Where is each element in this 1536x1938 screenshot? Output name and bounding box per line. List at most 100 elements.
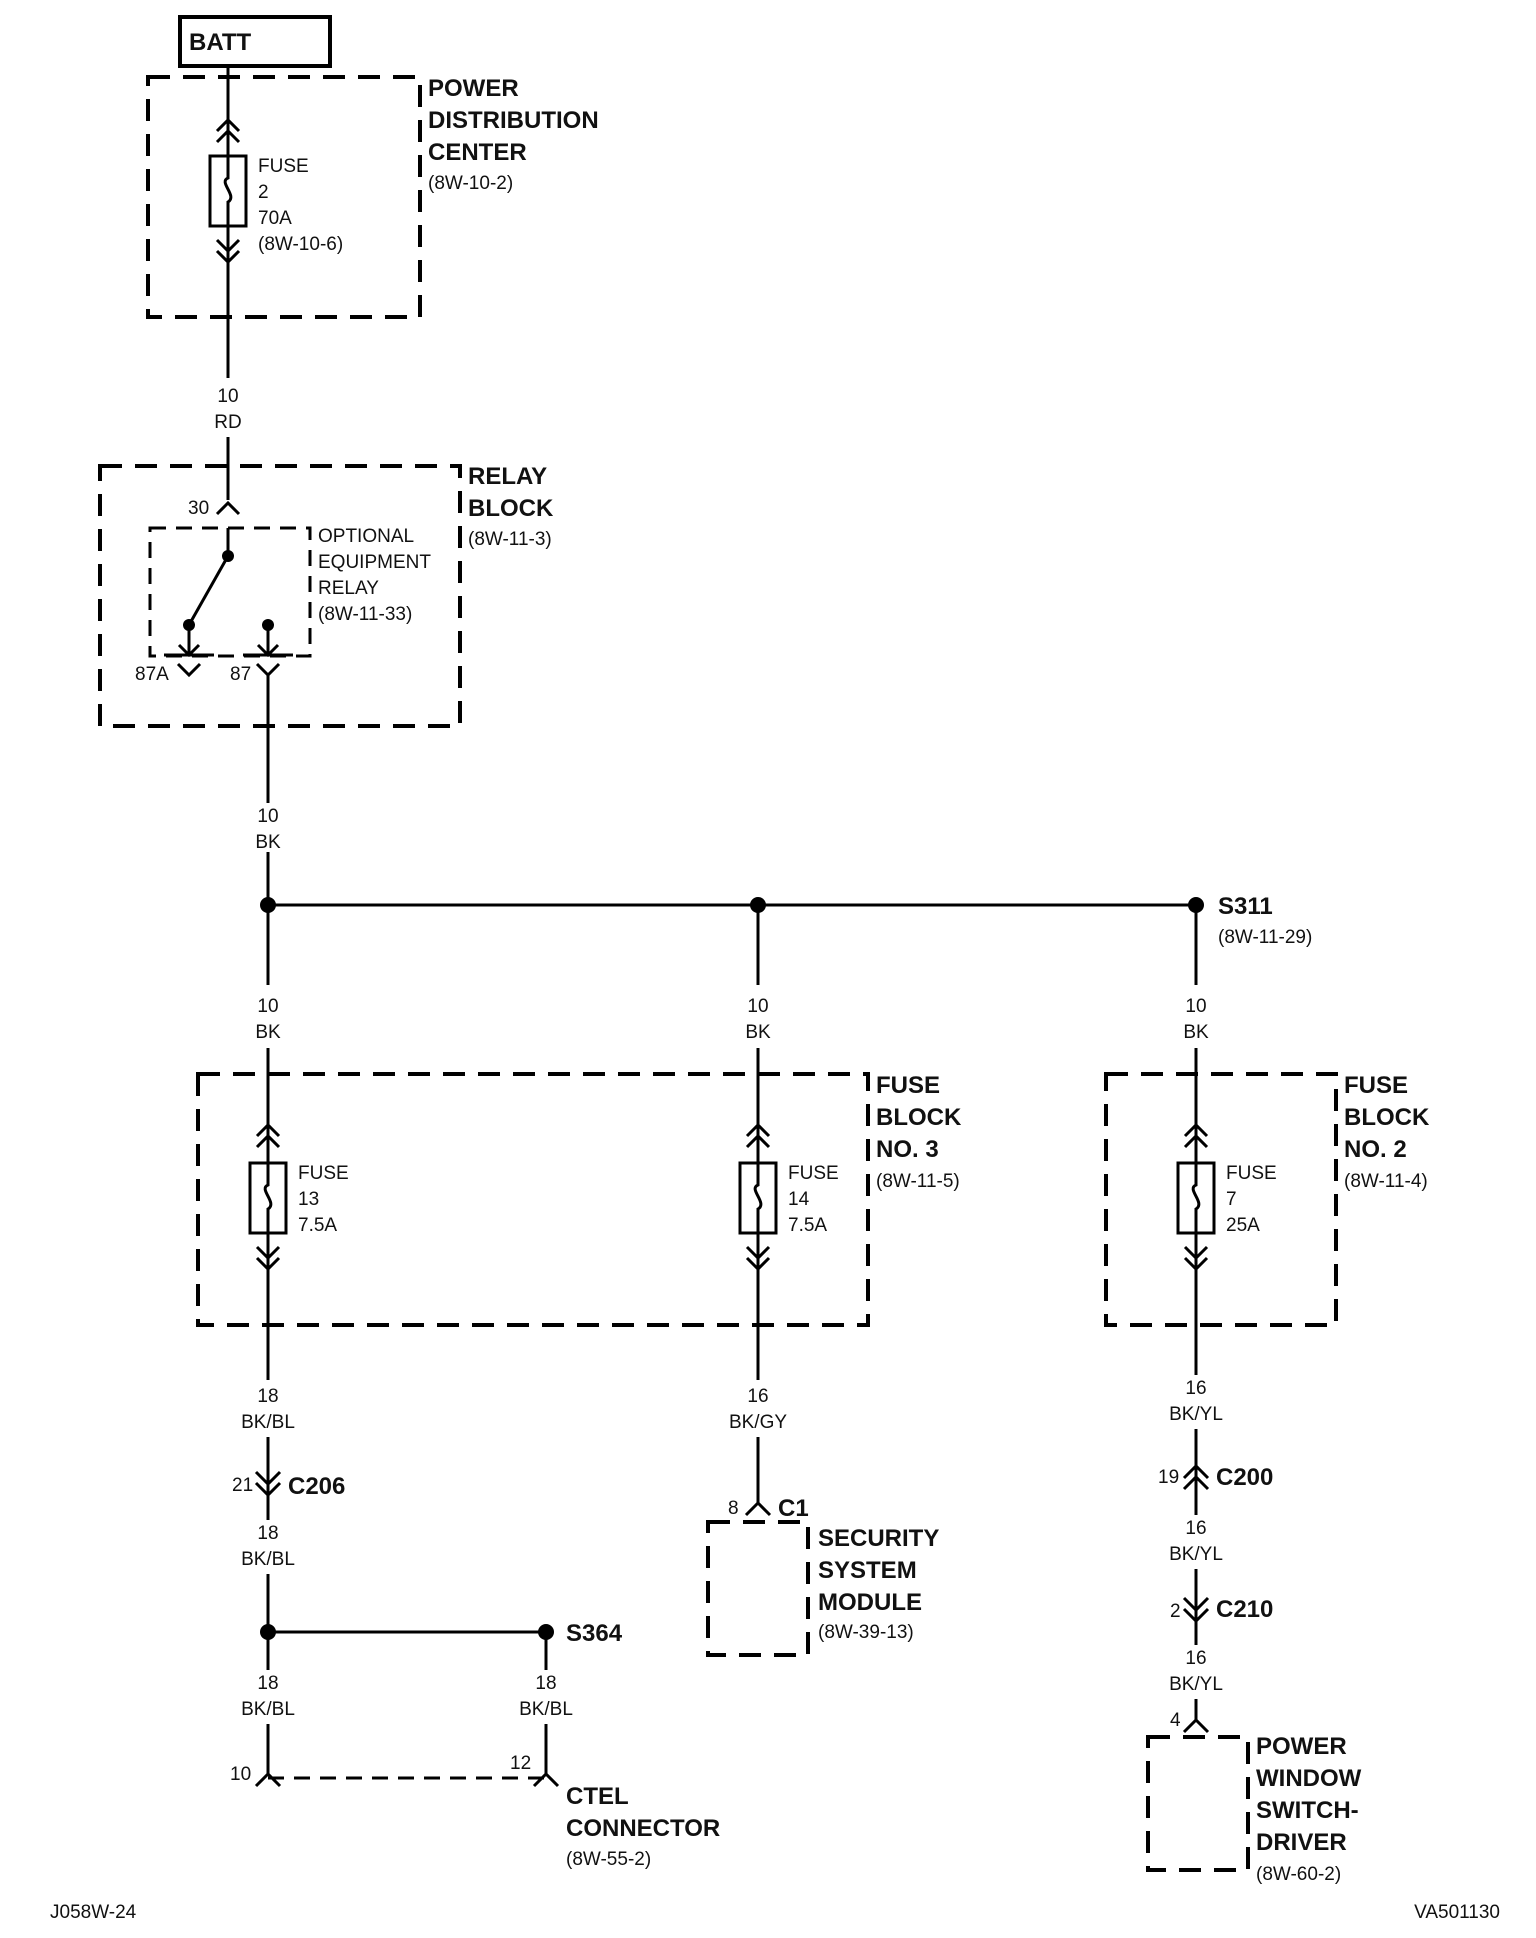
c210-pin: 2 xyxy=(1170,1601,1181,1622)
s311-ref: (8W-11-29) xyxy=(1218,927,1312,948)
power-window-switch-box xyxy=(1146,1735,1250,1872)
wire-d-color: BK/BL xyxy=(241,1412,295,1433)
fb2-ref: (8W-11-4) xyxy=(1344,1171,1428,1192)
c200-name: C200 xyxy=(1216,1464,1273,1491)
pdc-title-1: POWER xyxy=(428,75,519,102)
pws-title-4: DRIVER xyxy=(1256,1829,1347,1856)
c206-connector xyxy=(254,1470,282,1498)
relay-pin-30: 30 xyxy=(188,498,209,519)
s311-name: S311 xyxy=(1218,893,1273,920)
pdc-box xyxy=(146,75,422,319)
wire-c-color: BK xyxy=(1183,1022,1209,1043)
fb3-title-1: FUSE xyxy=(876,1072,940,1099)
pdc-title-2: DISTRIBUTION xyxy=(428,107,599,134)
ssm-title-2: SYSTEM xyxy=(818,1557,917,1584)
wire-g-gauge: 18 xyxy=(535,1673,556,1694)
wire-g-color: BK/BL xyxy=(519,1699,573,1720)
wire-f-gauge: 18 xyxy=(257,1673,278,1694)
fuse2-label-1: FUSE xyxy=(258,156,309,177)
s364-name: S364 xyxy=(566,1620,623,1647)
wire-k-gauge: 16 xyxy=(1185,1648,1206,1669)
fb2-title-1: FUSE xyxy=(1344,1072,1408,1099)
fuse2-ref: (8W-10-6) xyxy=(258,234,343,255)
c206-name: C206 xyxy=(288,1473,345,1500)
relay-block-title-2: BLOCK xyxy=(468,495,554,522)
fuse14-label-1: FUSE xyxy=(788,1163,839,1184)
c1-pin: 8 xyxy=(728,1498,739,1519)
wire-pdc-gauge: 10 xyxy=(217,386,238,407)
wire-pdc-color: RD xyxy=(214,412,241,433)
ctel-title-1: CTEL xyxy=(566,1783,629,1810)
wire-e-color: BK/BL xyxy=(241,1549,295,1570)
ctel-title-2: CONNECTOR xyxy=(566,1815,720,1842)
fuse7-label-2: 7 xyxy=(1226,1189,1237,1210)
fuse2-label-2: 2 xyxy=(258,182,269,203)
pws-title-1: POWER xyxy=(1256,1733,1347,1760)
relay-label-1: OPTIONAL xyxy=(318,526,414,547)
fb3-title-3: NO. 3 xyxy=(876,1136,939,1163)
wire-e-gauge: 18 xyxy=(257,1523,278,1544)
footer-right: VA501130 xyxy=(1414,1902,1500,1923)
c210-connector xyxy=(1182,1596,1210,1624)
fuse-block-2-box xyxy=(1104,1072,1338,1327)
relay-block-ref: (8W-11-3) xyxy=(468,529,552,550)
wire-relay-color: BK xyxy=(255,832,281,853)
fuse-block-3-box xyxy=(196,1072,870,1327)
relay-pin87-connector xyxy=(255,662,281,678)
relay-switch xyxy=(164,528,293,658)
wire-d-gauge: 18 xyxy=(257,1386,278,1407)
ctel-pin-10: 10 xyxy=(230,1764,251,1785)
relay-pin87a-connector xyxy=(176,662,202,678)
pdc-title-3: CENTER xyxy=(428,139,527,166)
wire-h-gauge: 16 xyxy=(747,1386,768,1407)
fuse7-label-1: FUSE xyxy=(1226,1163,1277,1184)
relay-box xyxy=(148,526,312,658)
c206-pin: 21 xyxy=(232,1475,253,1496)
wire-b-gauge: 10 xyxy=(747,996,768,1017)
relay-label-2: EQUIPMENT xyxy=(318,552,431,573)
wire-j-gauge: 16 xyxy=(1185,1518,1206,1539)
fuse2-label-3: 70A xyxy=(258,208,292,229)
relay-pin-87a: 87A xyxy=(135,664,169,685)
pws-pin: 4 xyxy=(1170,1710,1181,1731)
ctel-ref: (8W-55-2) xyxy=(566,1849,651,1870)
c200-connector xyxy=(1182,1463,1210,1491)
relay-block-title-1: RELAY xyxy=(468,463,547,490)
wire-b-color: BK xyxy=(745,1022,771,1043)
fuse7-symbol xyxy=(1176,1122,1216,1272)
pws-title-3: SWITCH- xyxy=(1256,1797,1359,1824)
ctel-pin-12: 12 xyxy=(510,1753,531,1774)
wire-a-color: BK xyxy=(255,1022,281,1043)
batt-label: BATT xyxy=(189,29,252,56)
c200-pin: 19 xyxy=(1158,1467,1179,1488)
pws-connector xyxy=(1182,1717,1210,1734)
fuse13-label-3: 7.5A xyxy=(298,1215,337,1236)
relay-pin30-connector xyxy=(215,500,241,516)
relay-ref: (8W-11-33) xyxy=(318,604,412,625)
fuse14-label-3: 7.5A xyxy=(788,1215,827,1236)
relay-label-3: RELAY xyxy=(318,578,379,599)
batt-box xyxy=(178,15,332,68)
wire-c-gauge: 10 xyxy=(1185,996,1206,1017)
wire-f-color: BK/BL xyxy=(241,1699,295,1720)
fuse13-label-2: 13 xyxy=(298,1189,319,1210)
wire-a-gauge: 10 xyxy=(257,996,278,1017)
fb2-title-2: BLOCK xyxy=(1344,1104,1430,1131)
fb2-title-3: NO. 2 xyxy=(1344,1136,1407,1163)
fuse13-label-1: FUSE xyxy=(298,1163,349,1184)
ctel-connector xyxy=(254,1771,560,1788)
fuse14-symbol xyxy=(738,1122,778,1272)
ssm-title-1: SECURITY xyxy=(818,1525,939,1552)
wire-i-gauge: 16 xyxy=(1185,1378,1206,1399)
pws-ref: (8W-60-2) xyxy=(1256,1864,1341,1885)
splice-dot-left xyxy=(260,1624,276,1640)
wire-h-color: BK/GY xyxy=(729,1412,787,1433)
c210-name: C210 xyxy=(1216,1596,1273,1623)
fuse2-symbol xyxy=(208,117,248,265)
footer-left: J058W-24 xyxy=(50,1902,137,1923)
security-module-box xyxy=(706,1520,810,1657)
wire-j-color: BK/YL xyxy=(1169,1544,1223,1565)
relay-block-box xyxy=(98,464,462,728)
c1-connector xyxy=(744,1500,772,1517)
